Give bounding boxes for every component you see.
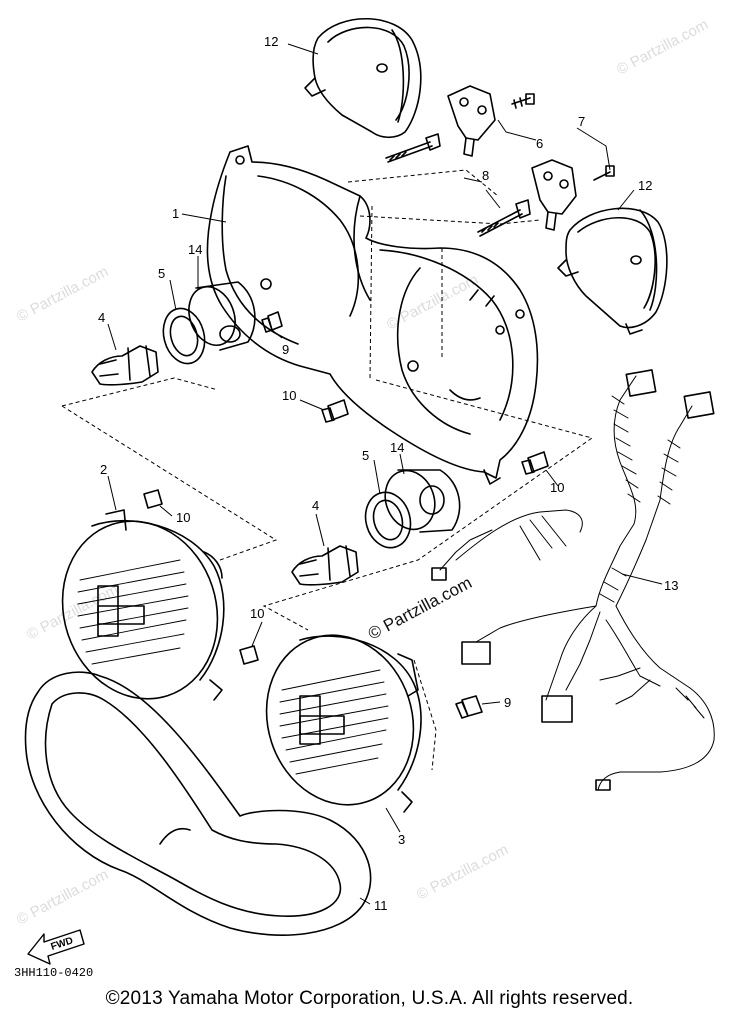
part-13-wire-harness [431,369,715,791]
callout-12: 12 [264,34,278,49]
part-9-socket-lower [455,695,483,719]
part-8-bolt-lower [477,199,531,237]
callout-3: 3 [398,832,405,847]
part-2-headlight-left [61,509,225,701]
callout-10: 10 [176,510,190,525]
callout-10: 10 [282,388,296,403]
part-11-bezel [24,671,372,936]
part-6-bracket-upper [447,85,496,157]
callout-7: 7 [578,114,585,129]
callout-4: 4 [98,310,105,325]
assembly-line [61,405,278,561]
callout-9: 9 [504,695,511,710]
callout-10: 10 [250,606,264,621]
watermark-center: © Partzilla.com [365,573,475,644]
watermark-text: © Partzilla.com [414,841,511,903]
part-7-screw-upper [511,93,535,109]
part-1-headlight-housing [206,145,539,485]
callout-14: 14 [188,242,202,257]
part-5-boot-lower [364,491,412,549]
assembly-line [369,205,373,381]
watermark-text: © Partzilla.com [14,263,111,325]
part-3-headlight-right [265,634,422,813]
callout-9: 9 [282,342,289,357]
drawing-code: 3HH110-0420 [14,966,93,980]
leader-lines [107,43,663,905]
fwd-arrow-icon: FWD [27,929,85,965]
callout-1: 1 [172,206,179,221]
part-10-grommet-c [143,489,163,509]
copyright-footer: ©2013 Yamaha Motor Corporation, U.S.A. A… [105,988,634,1009]
part-10-grommet-d [239,645,259,665]
part-7-screw-lower [593,165,615,181]
watermark-group: © Partzilla.com © Partzilla.com © Partzi… [14,16,711,928]
part-5-boot-upper [162,307,206,365]
part-9-socket-upper [261,311,283,333]
assembly-line [61,377,219,407]
assembly-line [347,169,499,197]
part-10-grommet-b [521,451,549,475]
watermark-text: © Partzilla.com [24,581,121,643]
assembly-line [262,379,594,631]
part-12-cover-top [304,17,422,139]
callout-13: 13 [664,578,678,593]
callout-5: 5 [158,266,165,281]
callout-10: 10 [550,480,564,495]
callout-14: 14 [390,440,404,455]
assembly-line [359,215,541,225]
callout-8: 8 [482,168,489,183]
part-14-socket-upper [188,281,256,351]
watermark-text: © Partzilla.com [14,866,111,928]
callout-2: 2 [100,462,107,477]
part-14-socket-lower [384,469,461,533]
callout-12: 12 [638,178,652,193]
callout-5: 5 [362,448,369,463]
callout-6: 6 [536,136,543,151]
part-4-bulb-lower [291,545,359,586]
exploded-parts-diagram: © Partzilla.com © Partzilla.com © Partzi… [14,16,715,980]
part-12-cover-right [557,207,668,335]
watermark-text: © Partzilla.com [614,16,711,78]
callout-group: 12 7 6 8 12 1 14 5 4 9 10 10 2 10 5 14 4… [98,34,678,913]
part-8-bolt-upper [385,133,441,163]
fwd-label: FWD [50,935,75,953]
part-4-bulb-upper [91,345,159,386]
callout-4: 4 [312,498,319,513]
callout-11: 11 [374,898,388,913]
assembly-line [413,659,437,771]
part-10-grommet-a [321,399,349,423]
part-6-bracket-lower [531,159,577,231]
